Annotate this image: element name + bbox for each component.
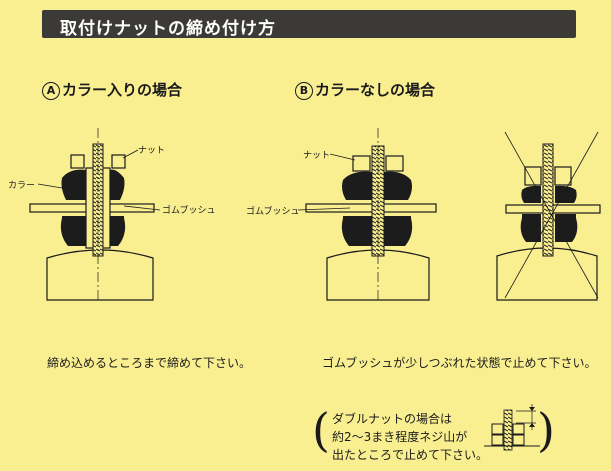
double-nut-upper-right	[512, 423, 525, 435]
diagram-b-nut-label: ナット	[303, 151, 331, 161]
double-nut-stud	[503, 409, 513, 451]
diagram-b	[297, 128, 437, 301]
double-nut-note: ( ダブルナットの場合は 約2～3まき程度ネジ山が 出たところで止めて下さい。 …	[312, 402, 555, 464]
diagram-a-bush-lower	[60, 216, 126, 246]
note-line-1: ダブルナットの場合は	[332, 412, 453, 426]
note-right-bracket: )	[537, 403, 555, 457]
diagram-b2-nut-right	[554, 166, 572, 186]
diagram-b-bracket	[305, 203, 437, 213]
note-line-2: 約2～3まき程度ネジ山が	[332, 430, 468, 444]
diagram-b-bush-label: ゴムブッシュ	[246, 207, 300, 217]
diagram-b2-cross-line-2	[504, 131, 599, 299]
diagram-b-nut-left	[352, 155, 371, 172]
diagram-a-nut-left	[70, 154, 85, 169]
diagram-b-bush-upper	[342, 171, 412, 200]
diagram-b2-bolt	[542, 143, 554, 257]
case-b-marker: B	[295, 82, 313, 100]
diagram-b2-bush-upper	[521, 185, 577, 203]
diagram-b2-nut-left	[524, 166, 542, 186]
page-title: 取付けナットの締め付け方	[60, 19, 276, 39]
case-b-heading-text: カラーなしの場合	[315, 81, 436, 99]
diagram-b2-base	[496, 247, 598, 301]
case-a-caption: 締め込めるところまで締めて下さい。	[47, 356, 252, 370]
diagram-a-bush-label: ゴムブッシュ	[162, 206, 216, 216]
diagram-b-bush-lower	[341, 216, 413, 246]
diagram-a-collar-label: カラー	[8, 181, 36, 191]
diagram-b-nut-right	[385, 155, 404, 172]
case-a-marker: A	[42, 82, 60, 100]
double-nut-illustration	[484, 404, 540, 451]
double-nut-lower-right	[512, 434, 525, 446]
case-a-heading-text: カラー入りの場合	[62, 81, 183, 99]
note-line-3: 出たところで止めて下さい。	[332, 448, 489, 462]
diagram-a	[29, 128, 161, 301]
diagram-a-base	[46, 249, 154, 301]
diagram-a-nut-label: ナット	[138, 146, 166, 156]
double-nut-lower-left	[491, 434, 504, 446]
diagram-a-bush-upper	[61, 169, 125, 200]
title-bar: 取付けナットの締め付け方	[42, 10, 576, 39]
double-nut-upper-left	[491, 423, 504, 435]
diagram-a-nut-right	[111, 154, 126, 169]
case-b-caption: ゴムブッシュが少しつぶれた状態で止めて下さい。	[322, 356, 597, 370]
note-left-bracket: (	[312, 403, 330, 457]
diagram-b-incorrect	[496, 131, 601, 301]
diagram-b2-bush-lower	[520, 214, 578, 242]
